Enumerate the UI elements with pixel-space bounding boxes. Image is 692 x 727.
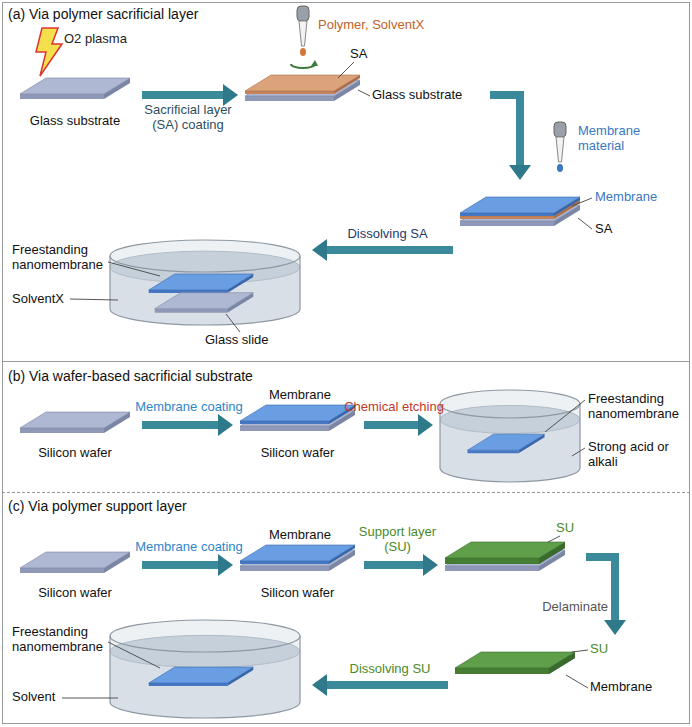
stage-label: Membrane xyxy=(260,528,340,543)
stage-label: Membrane xyxy=(260,388,340,403)
process-arrow xyxy=(490,95,531,180)
plasma-bolt xyxy=(36,28,62,76)
process-arrow xyxy=(312,239,453,261)
stage-label: Freestanding nanomembrane xyxy=(588,392,686,422)
stage-label: Freestanding nanomembrane xyxy=(12,243,107,273)
process-stage: Freestanding nanomembraneStrong acid or … xyxy=(435,385,688,487)
stage-label: Silicon wafer xyxy=(15,446,135,461)
pipette xyxy=(554,122,566,172)
step-label: Delaminate xyxy=(528,600,608,615)
process-arrow xyxy=(586,557,626,635)
process-stage: MembraneSilicon wafer xyxy=(235,385,362,470)
step-label: Sacrificial layer (SA) coating xyxy=(138,103,238,133)
step-label: Membrane coating xyxy=(135,540,243,555)
process-stage: Freestanding nanomembraneSolventX Glass s… xyxy=(10,235,310,355)
annotation: O2 plasma xyxy=(64,32,154,47)
panel-band: (a) Via polymer sacrificial layerGlass s… xyxy=(2,2,690,362)
step-label: Membrane coating xyxy=(135,400,243,415)
process-stage: Silicon wafer xyxy=(15,535,140,607)
process-arrow xyxy=(312,674,448,696)
stage-label: SU xyxy=(556,521,584,536)
step-label: Chemical etching xyxy=(344,400,444,415)
process-stage: Freestanding nanomembraneSolvent xyxy=(10,615,310,720)
process-stage: SA Glass substrate xyxy=(240,45,490,135)
process-stage: SU xyxy=(440,520,586,592)
stage-label: SU xyxy=(590,642,620,657)
panel-title: (b) Via wafer-based sacrificial substrat… xyxy=(8,368,408,384)
panel-band: (b) Via wafer-based sacrificial substrat… xyxy=(2,362,690,492)
process-stage: Silicon wafer xyxy=(15,395,140,467)
stage-label: Strong acid or alkali xyxy=(588,440,686,470)
stage-label: Membrane xyxy=(595,190,670,205)
process-stage: MembraneSilicon wafer xyxy=(235,525,362,607)
stage-label: Silicon wafer xyxy=(15,586,135,601)
process-arrow xyxy=(142,414,233,436)
stage-label: Solvent xyxy=(12,690,107,705)
layer-illustration xyxy=(450,635,665,705)
step-label: Dissolving SA xyxy=(330,227,445,242)
stage-label: Freestanding nanomembrane xyxy=(12,625,107,655)
stage-label: Glass substrate xyxy=(15,114,135,129)
stage-label: Silicon wafer xyxy=(235,586,360,601)
process-stage: SU Membrane xyxy=(450,635,667,705)
pipette xyxy=(291,6,318,68)
process-arrow xyxy=(364,554,438,576)
panel-title: (c) Via polymer support layer xyxy=(8,498,408,514)
process-arrow xyxy=(364,414,433,436)
stage-label: Glass slide xyxy=(205,333,295,348)
stage-label: SA xyxy=(350,47,380,62)
stage-label: Silicon wafer xyxy=(235,446,360,461)
step-label: Dissolving SU xyxy=(335,662,445,677)
process-arrow xyxy=(142,554,233,576)
stage-label: Membrane xyxy=(590,680,665,695)
process-stage: MembraneSA xyxy=(455,180,672,260)
annotation: Polymer, SolventX xyxy=(318,18,458,33)
stage-label: SA xyxy=(595,222,635,237)
process-stage: Glass substrate xyxy=(15,40,140,140)
stage-label: Glass substrate xyxy=(372,88,482,103)
stage-label: SolventX xyxy=(12,292,107,307)
step-label: Support layer (SU) xyxy=(350,525,445,555)
annotation: Membrane material xyxy=(578,124,678,154)
